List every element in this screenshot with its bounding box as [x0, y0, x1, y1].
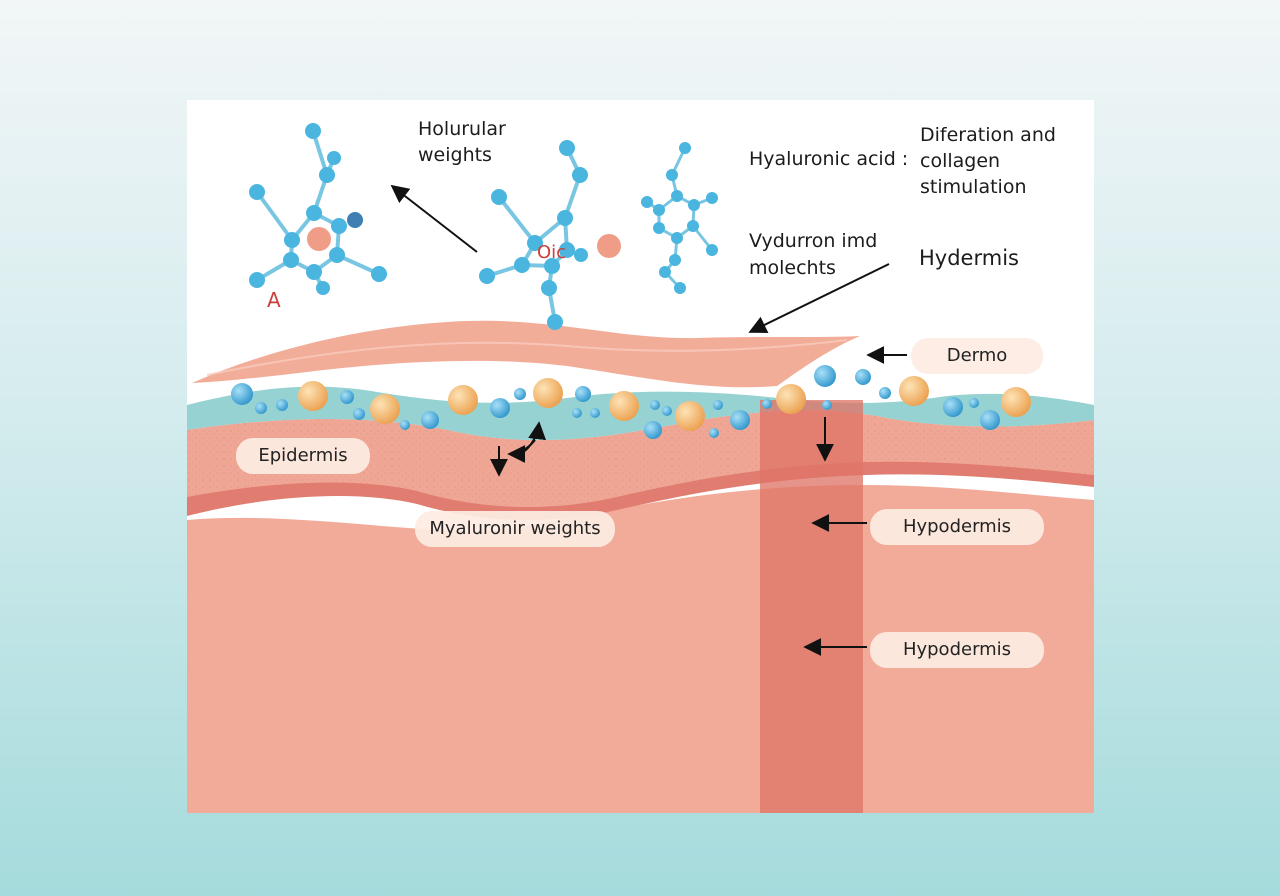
blue-bead	[980, 410, 1000, 430]
molecule-icon	[486, 147, 583, 323]
blue-bead	[231, 383, 253, 405]
blue-bead	[400, 420, 410, 430]
hypodermis-label-1: Hypodermis	[870, 509, 1044, 545]
blue-bead	[822, 400, 832, 410]
orange-bead	[298, 381, 328, 411]
orange-bead	[370, 394, 400, 424]
dermis-column	[760, 400, 863, 813]
arrow-icon	[390, 184, 907, 656]
hydermis-label: Hydermis	[919, 246, 1019, 270]
orange-bead	[675, 401, 705, 431]
orange-bead	[533, 378, 563, 408]
orange-bead	[609, 391, 639, 421]
orange-bead	[776, 384, 806, 414]
blue-bead	[762, 399, 772, 409]
dermo-label: Dermo	[911, 338, 1043, 374]
blue-bead	[340, 390, 354, 404]
diagram-panel: Holurular weights Hyaluronic acid : Dife…	[187, 100, 1094, 813]
hypodermis-label-2: Hypodermis	[870, 632, 1044, 668]
blue-bead	[814, 365, 836, 387]
blue-bead	[255, 402, 267, 414]
dermis-band	[187, 461, 1094, 521]
hypodermis-layer	[187, 485, 1094, 813]
orange-bead	[1001, 387, 1031, 417]
center-dot	[307, 227, 331, 251]
blue-bead	[590, 408, 600, 418]
blue-bead	[709, 428, 719, 438]
blue-bead	[650, 400, 660, 410]
diferation-label: Diferation and collagen stimulation	[920, 124, 1056, 198]
blue-bead	[421, 411, 439, 429]
blue-bead	[943, 397, 963, 417]
orange-bead	[448, 385, 478, 415]
orange-bead	[899, 376, 929, 406]
blue-bead	[514, 388, 526, 400]
blue-bead	[353, 408, 365, 420]
blue-bead	[855, 369, 871, 385]
center-dot	[597, 234, 621, 258]
oic-label: Oic	[537, 242, 567, 263]
tissue-strip	[192, 320, 860, 388]
blue-bead	[575, 386, 591, 402]
vydurron-label: Vydurron imd molechts	[749, 230, 878, 279]
epidermis-label: Epidermis	[236, 438, 370, 474]
skin-diagram-canvas	[187, 123, 1094, 813]
blue-bead	[644, 421, 662, 439]
hyaluronic-acid-label: Hyaluronic acid :	[749, 148, 909, 170]
blue-bead	[969, 398, 979, 408]
blue-bead	[730, 410, 750, 430]
bead-layer	[231, 365, 1031, 439]
blue-bead	[490, 398, 510, 418]
molecule-letter-a: A	[267, 288, 281, 312]
myaluronir-weights-label: Myaluronir weights	[415, 511, 615, 547]
holurular-weights-label: Holurular weights	[418, 118, 506, 166]
blue-bead	[662, 406, 672, 416]
blue-bead	[276, 399, 288, 411]
blue-bead	[713, 400, 723, 410]
molecule-icon	[646, 147, 714, 290]
moisture-layer	[187, 386, 1094, 441]
blue-bead	[572, 408, 582, 418]
blue-bead	[879, 387, 891, 399]
